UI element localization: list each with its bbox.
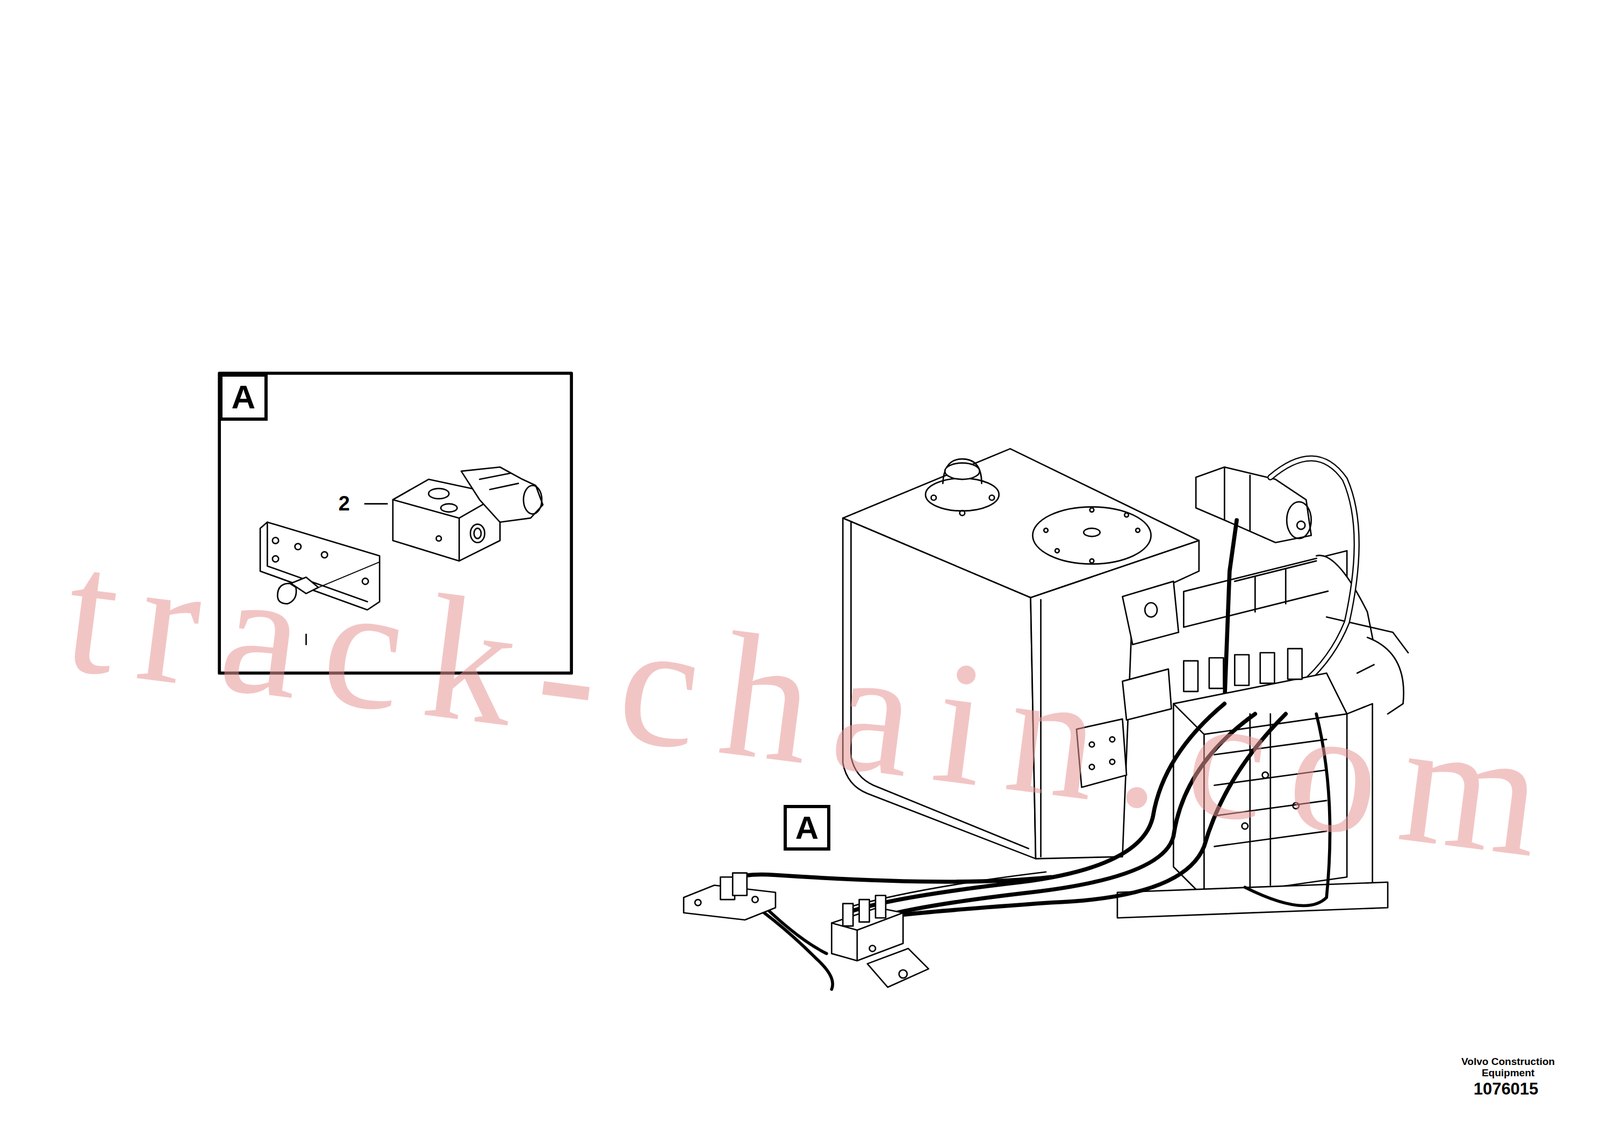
- callout-number: 2: [338, 492, 350, 516]
- publisher-name: Volvo Construction Equipment: [1457, 1056, 1560, 1080]
- view-letter: A: [231, 380, 256, 414]
- view-callout-box: A: [783, 805, 831, 851]
- view-label-box: A: [219, 373, 268, 421]
- view-letter: A: [795, 812, 819, 845]
- figure-number: 1076015: [1473, 1080, 1539, 1099]
